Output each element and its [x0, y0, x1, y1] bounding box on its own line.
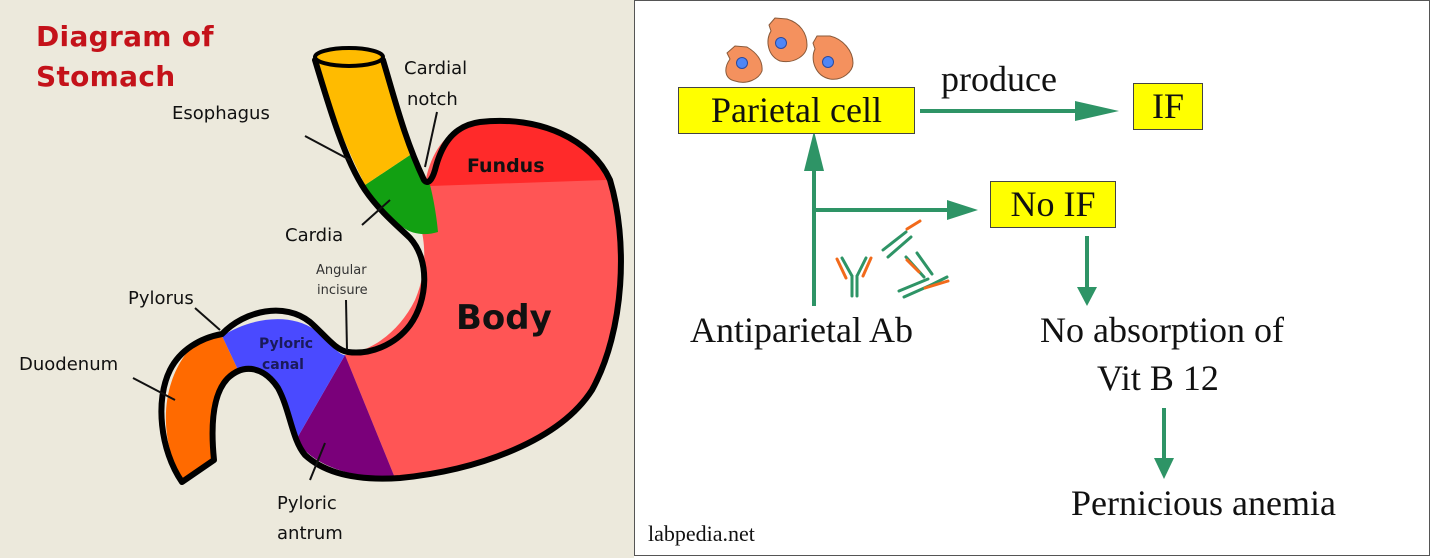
label-angular-incisure-line1: Angular [316, 263, 367, 278]
stomach-illustration [132, 46, 624, 485]
arrowhead-right-if [1075, 101, 1119, 121]
pernicious-anemia-flow-panel: Parietal cell produce IF No IF Antiparie… [634, 0, 1430, 556]
arrowhead-down-absorption [1077, 287, 1097, 306]
leader-lines [132, 111, 438, 481]
diagram-title-line1: Diagram of [36, 20, 214, 53]
pyloric-antrum-region [296, 355, 395, 478]
arrow-heads [804, 101, 1174, 479]
node-parietal-cell: Parietal cell [678, 87, 915, 134]
arrowhead-down-anemia [1154, 458, 1174, 479]
arrowhead-right-no-if [947, 200, 978, 220]
label-esophagus: Esophagus [172, 103, 270, 124]
label-pylorus: Pylorus [128, 288, 194, 309]
label-pyloric-canal-line2: canal [262, 357, 304, 373]
diagram-title-line2: Stomach [36, 60, 176, 93]
node-antiparietal-ab: Antiparietal Ab [690, 310, 913, 350]
antibodies-icon [835, 219, 950, 299]
flow-graphics [725, 17, 1174, 479]
watermark: labpedia.net [648, 521, 755, 546]
node-if: IF [1133, 83, 1203, 130]
duodenum-region [165, 336, 238, 480]
label-cardia: Cardia [285, 225, 344, 246]
pyloric-canal-region [222, 319, 345, 440]
stomach-diagram-panel: Diagram of Stomach Esophagus Cardial not… [0, 0, 634, 558]
label-pyloric-antrum-line2: antrum [277, 523, 343, 542]
label-pyloric-canal-line1: Pyloric [259, 336, 314, 352]
node-no-absorption-line1: No absorption of [1040, 310, 1284, 350]
label-angular-incisure-line2: incisure [317, 283, 368, 298]
esophagus-region [314, 52, 410, 185]
label-body: Body [456, 298, 552, 338]
node-pernicious-anemia: Pernicious anemia [1071, 483, 1336, 523]
label-pyloric-antrum-line1: Pyloric [277, 493, 337, 514]
stomach-fundus-region [430, 121, 606, 186]
edge-label-produce: produce [941, 59, 1057, 99]
label-fundus: Fundus [467, 155, 545, 177]
label-duodenum: Duodenum [19, 354, 119, 375]
arrowhead-up-parietal [804, 131, 824, 171]
flow-arrows [812, 109, 1166, 461]
esophagus-opening [313, 46, 385, 68]
label-cardial-notch-line2: notch [407, 89, 458, 110]
parietal-cells-icon [725, 17, 854, 83]
stomach-body-region [345, 121, 621, 478]
node-no-absorption-line2: Vit B 12 [1097, 358, 1219, 398]
node-no-if: No IF [990, 181, 1116, 228]
label-cardial-notch-line1: Cardial [404, 58, 468, 79]
stomach-outline [158, 57, 624, 485]
